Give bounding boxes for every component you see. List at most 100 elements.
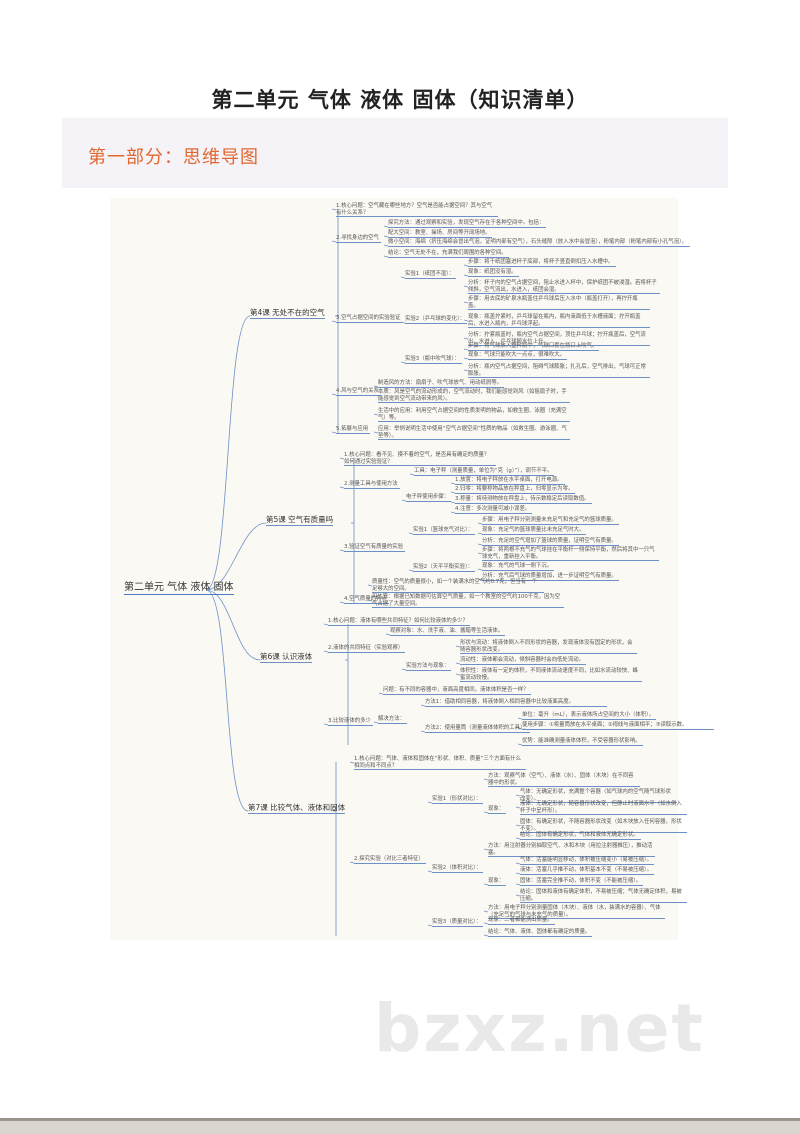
connector-line	[477, 522, 483, 525]
lesson-node: 第6课 认识液体	[260, 652, 313, 663]
connector-line	[477, 543, 483, 546]
mind-map-node: 步骤：将两根不充气的气球挂在平衡杆一侧保持平衡，然后将其中一只气球充气，重新挂入…	[482, 547, 659, 562]
connector-line	[477, 552, 483, 555]
mind-map-node: 电子秤使用步骤：	[406, 494, 452, 502]
mind-map-node: 3.验证空气有质量的实验	[344, 544, 406, 552]
mind-map-node: 质量性：空气的质量很小，如一个装满水的空气约0.7克，但当有一个足够大的空间。	[372, 579, 544, 594]
connector-line	[378, 692, 384, 695]
connector-line	[455, 645, 461, 648]
connector-line	[463, 285, 469, 288]
mind-map-node: 1.核心问题：液体有哪些共同特征？如何比较液体的多少？	[328, 618, 470, 626]
connector-line	[401, 668, 407, 671]
connector-line	[517, 717, 523, 720]
connector-line	[483, 848, 489, 851]
connector-line	[483, 811, 489, 814]
mind-map-node: 问题：有不同的容器中，液面高度相同，液体体积是否一样？	[383, 687, 531, 695]
connector-line	[483, 883, 489, 886]
mind-map-node: 2.测量工具与使用方法	[344, 481, 400, 489]
connector-line	[477, 532, 483, 535]
connector-line	[205, 522, 267, 591]
mind-map-node: 使用步骤：①将量筒放在水平桌面；②视线与液面相平；③读取示数。	[522, 722, 714, 730]
mind-map-node: 结论：气体、液体、固体都有确定的质量。	[488, 929, 593, 937]
connector-line	[463, 337, 469, 340]
mind-map-node: 方法1：借助相同容器，将液体倒入相同容器中比较液面高度。	[425, 699, 607, 707]
connector-line	[373, 431, 379, 434]
mind-map-node: 现象：	[488, 878, 507, 886]
mind-map-node: 本质：风是空气的流动形成的，空气流动时，我们能感觉到风（如摇扇子时，手能感觉到空…	[378, 389, 570, 404]
connector-line	[349, 861, 355, 864]
mind-map-node: 实验3（质量对比）：	[432, 919, 484, 927]
mind-map-node: 2.探究实验（对比三者特征）	[354, 856, 426, 864]
connector-line	[517, 727, 523, 730]
connector-line	[331, 320, 337, 323]
connector-line	[349, 761, 355, 764]
mind-map-node: 现象：三者都能测出质量。	[488, 917, 555, 925]
lesson-node: 第4课 无处不在的空气	[250, 308, 325, 319]
connector-line	[463, 301, 469, 304]
connector-line	[515, 824, 521, 827]
connector-line	[331, 208, 337, 211]
mind-map-node: 优势：能准确测量液体体积，不受容器形状影响。	[522, 738, 643, 746]
connector-line	[455, 673, 461, 676]
mind-map-node: 分析：杯子内的空气占据空间，阻止水进入杯中，保护纸团不被浸湿。若将杯子倾斜，空气…	[468, 280, 660, 295]
mind-map-node: 液体：活塞几乎推不动，体积基本不变（不易被压缩）。	[520, 867, 655, 875]
mind-map-node: 4.风与空气的关系	[336, 388, 381, 396]
root-node: 第二单元 气体 液体 固体	[124, 578, 234, 595]
connector-line	[373, 721, 379, 724]
mind-map-node: 固体：活塞完全推不动，体积不变（不能被压缩）。	[520, 878, 644, 886]
connector-line	[420, 730, 426, 733]
mind-map-node: 气体：无确定形状，充满整个容器（如气球内的空气随气球形状改变）。	[520, 789, 677, 804]
mind-map-connectors	[205, 208, 523, 937]
connector-line	[515, 837, 521, 840]
mind-map-node: 体积性：液体有一定的体积，不同液体流动速度不同，比如水流动较快、蜂蜜流动较慢。	[460, 668, 642, 683]
mind-map-node: 流动性：液体都会流动，倾斜容器时会向低处流动。	[460, 657, 586, 665]
mind-map-node: 2.液体的共同特征（实验观察）	[328, 645, 406, 653]
mind-map-node: 实验方法与现象：	[406, 663, 452, 671]
connector-line	[383, 235, 389, 238]
connector-line	[450, 482, 456, 485]
connector-line	[383, 244, 389, 247]
mind-map-node: 2.寻找身边的空气	[336, 235, 381, 243]
mind-map-node: 方法：观察气体（空气）、液体（水）、固体（木块）在不同容器中的形状。	[488, 773, 640, 788]
connector-line	[331, 240, 337, 243]
connector-line	[450, 511, 456, 514]
connector-line	[367, 599, 373, 602]
mind-map-node: 制造风的方法：扇扇子、吹气球放气、用动纸屑等。	[378, 380, 504, 388]
mind-map-node: 4.注意：多次测量可减小误差。	[455, 506, 533, 514]
connector-line	[339, 486, 345, 489]
connector-line	[205, 315, 251, 591]
connector-line	[323, 623, 329, 626]
mind-map-node: 实验3（瓶中吹气球）：	[405, 356, 462, 364]
connector-line	[383, 255, 389, 258]
connector-line	[373, 413, 379, 416]
connector-line	[463, 319, 469, 322]
mind-map-node: 分析：拧紧瓶盖时，瓶内空气占据空间，顶住乒乓球；拧开瓶盖后，空气流出，水进入，乒…	[468, 332, 650, 347]
mind-map-node: 液体：无确定形状，随容器形状改变，但静止时液面水平（如水倒入杯子中呈杯形）。	[520, 801, 687, 816]
connector-line	[463, 369, 469, 372]
mind-map-node: 步骤：用电子秤分别测量未充足气和充足气的篮球质量。	[482, 517, 619, 525]
connector-line	[205, 589, 261, 661]
mind-map-node: 分析：充足的空气增加了篮球的质量，证明空气有质量。	[482, 538, 619, 546]
connector-line	[420, 704, 426, 707]
section-heading: 第一部分：思维导图	[88, 147, 259, 168]
connector-line	[455, 662, 461, 665]
connector-line	[477, 568, 483, 571]
connector-line	[408, 532, 414, 535]
mind-map-node: 生活中的应用：利用空气占据空间的性质发明的物品，如救生圈、泳圈（充满空气）等。	[378, 408, 570, 423]
connector-line	[515, 894, 521, 897]
connector-line	[450, 501, 456, 504]
connector-line	[427, 801, 433, 804]
mind-map-node: 现象：充气的气球一侧下沉。	[482, 563, 555, 571]
mind-map-node: 配大空间：教室、操场、房间等开阔场地。	[388, 230, 493, 238]
connector-line	[205, 589, 249, 812]
connector-line	[385, 633, 391, 636]
mind-map-node: 1.核心问题：气体、液体和固体在“形状、体积、质量”三个方面有什么相同点和不同点…	[354, 756, 526, 771]
mind-map-node: 分析：瓶内空气占据空间，阻碍气球膨胀；扎孔后，空气排出，气球可正常膨胀。	[468, 364, 650, 379]
mind-map-node: 微小空间：海绵（挤压海绵会冒出气泡，证明内部有空气），石头缝隙（放入水中会冒泡）…	[388, 239, 690, 247]
connector-line	[450, 491, 456, 494]
mind-map-node: 结论：固体有确定形状，气体和液体无确定形状。	[520, 832, 641, 840]
mind-map-node: 观察对象：水、洗手液、油、酱醋等生活液体。	[390, 628, 506, 636]
mind-map-node: 实验1（纸团不湿）：	[405, 271, 457, 279]
mind-map-node: 结论：固体和液体有确定体积，不易被压缩；气体无确定体积，易被压缩。	[520, 889, 687, 904]
connector-line	[483, 934, 489, 937]
